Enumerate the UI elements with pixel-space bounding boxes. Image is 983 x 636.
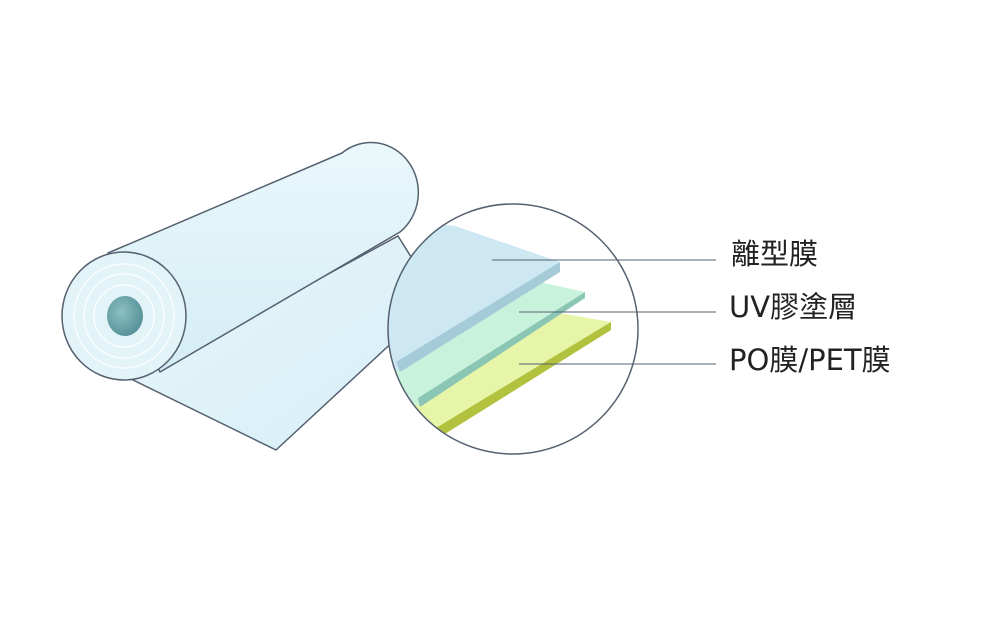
layer-po-pet-edge [436,322,611,437]
layer-uv-coating-edge [418,292,585,407]
label-po-pet-film: PO膜/PET膜 [729,343,891,377]
magnifier [387,203,639,455]
label-uv-coating: UV膠塗層 [729,290,858,324]
roll-core [107,296,143,336]
layer-release-film [388,212,560,370]
label-release-film: 離型膜 [731,237,819,271]
layer-release-film-edge [396,262,560,372]
